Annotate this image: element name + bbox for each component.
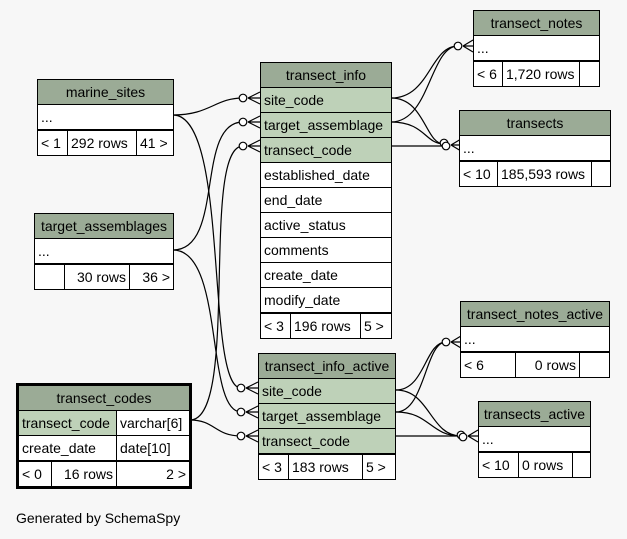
parents-count: < 10 bbox=[460, 162, 498, 186]
children-count bbox=[573, 453, 590, 477]
row-count: 16 rows bbox=[52, 462, 117, 486]
table-footer: < 1 292 rows 41 > bbox=[38, 130, 173, 155]
parents-count: < 0 bbox=[19, 462, 52, 486]
table-title: target_assemblages bbox=[35, 214, 173, 239]
table-title: transects_active bbox=[479, 402, 590, 427]
table-footer: < 3 196 rows 5 > bbox=[261, 313, 391, 338]
column-established-date: established_date bbox=[261, 163, 391, 188]
table-transect-info-active[interactable]: transect_info_active site_code target_as… bbox=[258, 353, 396, 480]
parents-count: < 3 bbox=[261, 314, 291, 338]
table-transects-active[interactable]: transects_active ... < 10 0 rows bbox=[478, 401, 591, 478]
parents-count: < 6 bbox=[474, 62, 503, 86]
children-count bbox=[580, 62, 599, 86]
table-title: transects bbox=[460, 111, 610, 136]
table-footer: < 3 183 rows 5 > bbox=[259, 454, 395, 479]
table-marine-sites[interactable]: marine_sites ... < 1 292 rows 41 > bbox=[37, 79, 174, 156]
children-count: 41 > bbox=[140, 135, 168, 151]
table-title: transect_codes bbox=[19, 386, 189, 411]
row-count: 292 rows bbox=[68, 131, 137, 155]
parents-count bbox=[35, 265, 65, 289]
table-footer: < 6 0 rows bbox=[461, 352, 609, 377]
column-create-date: create_date bbox=[261, 263, 391, 288]
column-comments: comments bbox=[261, 238, 391, 263]
column-site-code: site_code bbox=[259, 379, 395, 404]
row-count: 30 rows bbox=[65, 265, 130, 289]
children-count bbox=[592, 162, 610, 186]
children-count: 2 > bbox=[166, 466, 186, 482]
table-transect-codes[interactable]: transect_codes transect_code varchar[6] … bbox=[16, 383, 192, 489]
row-count: 196 rows bbox=[291, 314, 361, 338]
children-count bbox=[580, 353, 609, 377]
table-transect-info[interactable]: transect_info site_code target_assemblag… bbox=[260, 62, 392, 339]
table-transect-notes-active[interactable]: transect_notes_active ... < 6 0 rows bbox=[460, 301, 610, 378]
table-title: transect_info_active bbox=[259, 354, 395, 379]
row-count: 185,593 rows bbox=[498, 162, 592, 186]
column-ellipsis: ... bbox=[35, 239, 173, 264]
column-ellipsis: ... bbox=[460, 136, 610, 161]
row-count: 1,720 rows bbox=[503, 62, 580, 86]
table-transects[interactable]: transects ... < 10 185,593 rows bbox=[459, 110, 611, 187]
parents-count: < 6 bbox=[461, 353, 516, 377]
table-title: transect_notes_active bbox=[461, 302, 609, 327]
column-target-assemblage: target_assemblage bbox=[261, 113, 391, 138]
table-footer: 30 rows 36 > bbox=[35, 264, 173, 289]
column-ellipsis: ... bbox=[474, 36, 599, 61]
column-ellipsis: ... bbox=[38, 105, 173, 130]
parents-count: < 10 bbox=[479, 453, 519, 477]
row-count: 0 rows bbox=[519, 453, 573, 477]
table-title: transect_notes bbox=[474, 11, 599, 36]
column-target-assemblage: target_assemblage bbox=[259, 404, 395, 429]
column-active-status: active_status bbox=[261, 213, 391, 238]
column-modify-date: modify_date bbox=[261, 288, 391, 313]
row-count: 0 rows bbox=[516, 353, 580, 377]
column-create-date: create_date date[10] bbox=[19, 436, 189, 461]
column-type: date[10] bbox=[120, 440, 171, 456]
row-count: 183 rows bbox=[289, 455, 363, 479]
column-transect-code: transect_code varchar[6] bbox=[19, 411, 189, 436]
column-site-code: site_code bbox=[261, 88, 391, 113]
children-count: 5 > bbox=[364, 318, 384, 334]
generated-by-caption: Generated by SchemaSpy bbox=[16, 510, 181, 526]
column-transect-code: transect_code bbox=[259, 429, 395, 454]
table-target-assemblages[interactable]: target_assemblages ... 30 rows 36 > bbox=[34, 213, 174, 290]
column-name: create_date bbox=[19, 436, 117, 460]
children-count: 36 > bbox=[142, 269, 170, 285]
table-footer: < 6 1,720 rows bbox=[474, 61, 599, 86]
column-transect-code: transect_code bbox=[261, 138, 391, 163]
table-footer: < 0 16 rows 2 > bbox=[19, 461, 189, 486]
column-type: varchar[6] bbox=[117, 411, 189, 435]
table-title: transect_info bbox=[261, 63, 391, 88]
column-ellipsis: ... bbox=[479, 427, 590, 452]
table-transect-notes[interactable]: transect_notes ... < 6 1,720 rows bbox=[473, 10, 600, 87]
table-footer: < 10 185,593 rows bbox=[460, 161, 610, 186]
children-count: 5 > bbox=[366, 459, 386, 475]
column-name: transect_code bbox=[19, 411, 117, 435]
table-title: marine_sites bbox=[38, 80, 173, 105]
parents-count: < 1 bbox=[38, 131, 68, 155]
column-end-date: end_date bbox=[261, 188, 391, 213]
column-ellipsis: ... bbox=[461, 327, 609, 352]
table-footer: < 10 0 rows bbox=[479, 452, 590, 477]
parents-count: < 3 bbox=[259, 455, 289, 479]
